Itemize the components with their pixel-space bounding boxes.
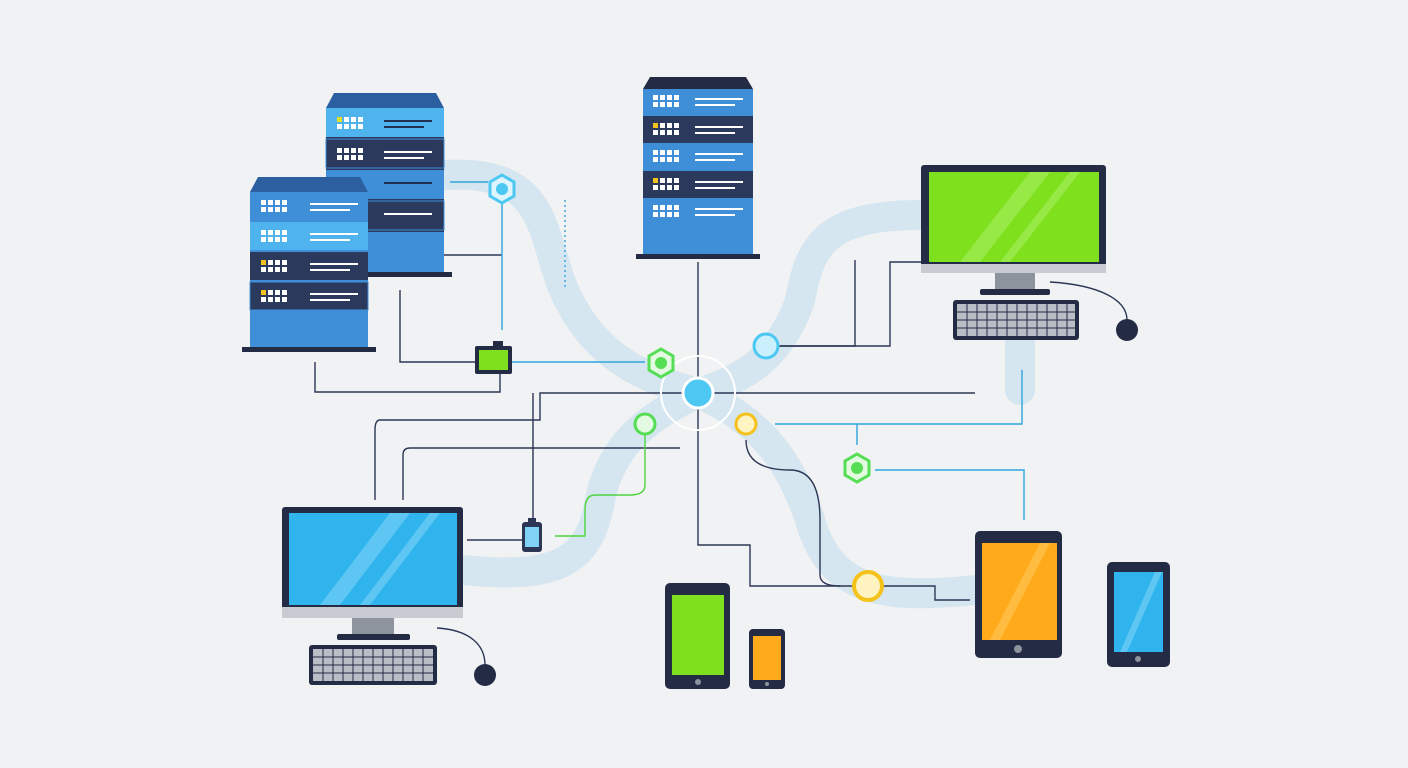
- network-node-icon: [734, 412, 758, 436]
- smartphone-icon: [749, 629, 785, 689]
- battery-icon: [475, 341, 512, 374]
- network-node-icon: [752, 332, 780, 360]
- network-node-icon: [633, 412, 657, 436]
- mouse-icon: [474, 664, 496, 686]
- battery-icon: [522, 518, 542, 552]
- server-rack-icon: [636, 77, 760, 259]
- network-node-icon: [843, 452, 871, 484]
- desktop-monitor-icon: [921, 165, 1106, 295]
- keyboard-icon: [953, 300, 1079, 340]
- network-node-icon: [647, 347, 675, 379]
- connection-lines: [314, 181, 1128, 666]
- desktop-monitor-icon: [282, 507, 463, 640]
- server-rack-icon: [242, 177, 376, 352]
- network-node-icon: [852, 570, 884, 602]
- network-node-icon: [488, 173, 516, 205]
- keyboard-icon: [309, 645, 437, 685]
- network-hub-icon: [660, 355, 736, 431]
- smartphone-icon: [665, 583, 730, 689]
- tablet-icon: [975, 531, 1062, 658]
- mouse-icon: [1116, 319, 1138, 341]
- tablet-icon: [1107, 562, 1170, 667]
